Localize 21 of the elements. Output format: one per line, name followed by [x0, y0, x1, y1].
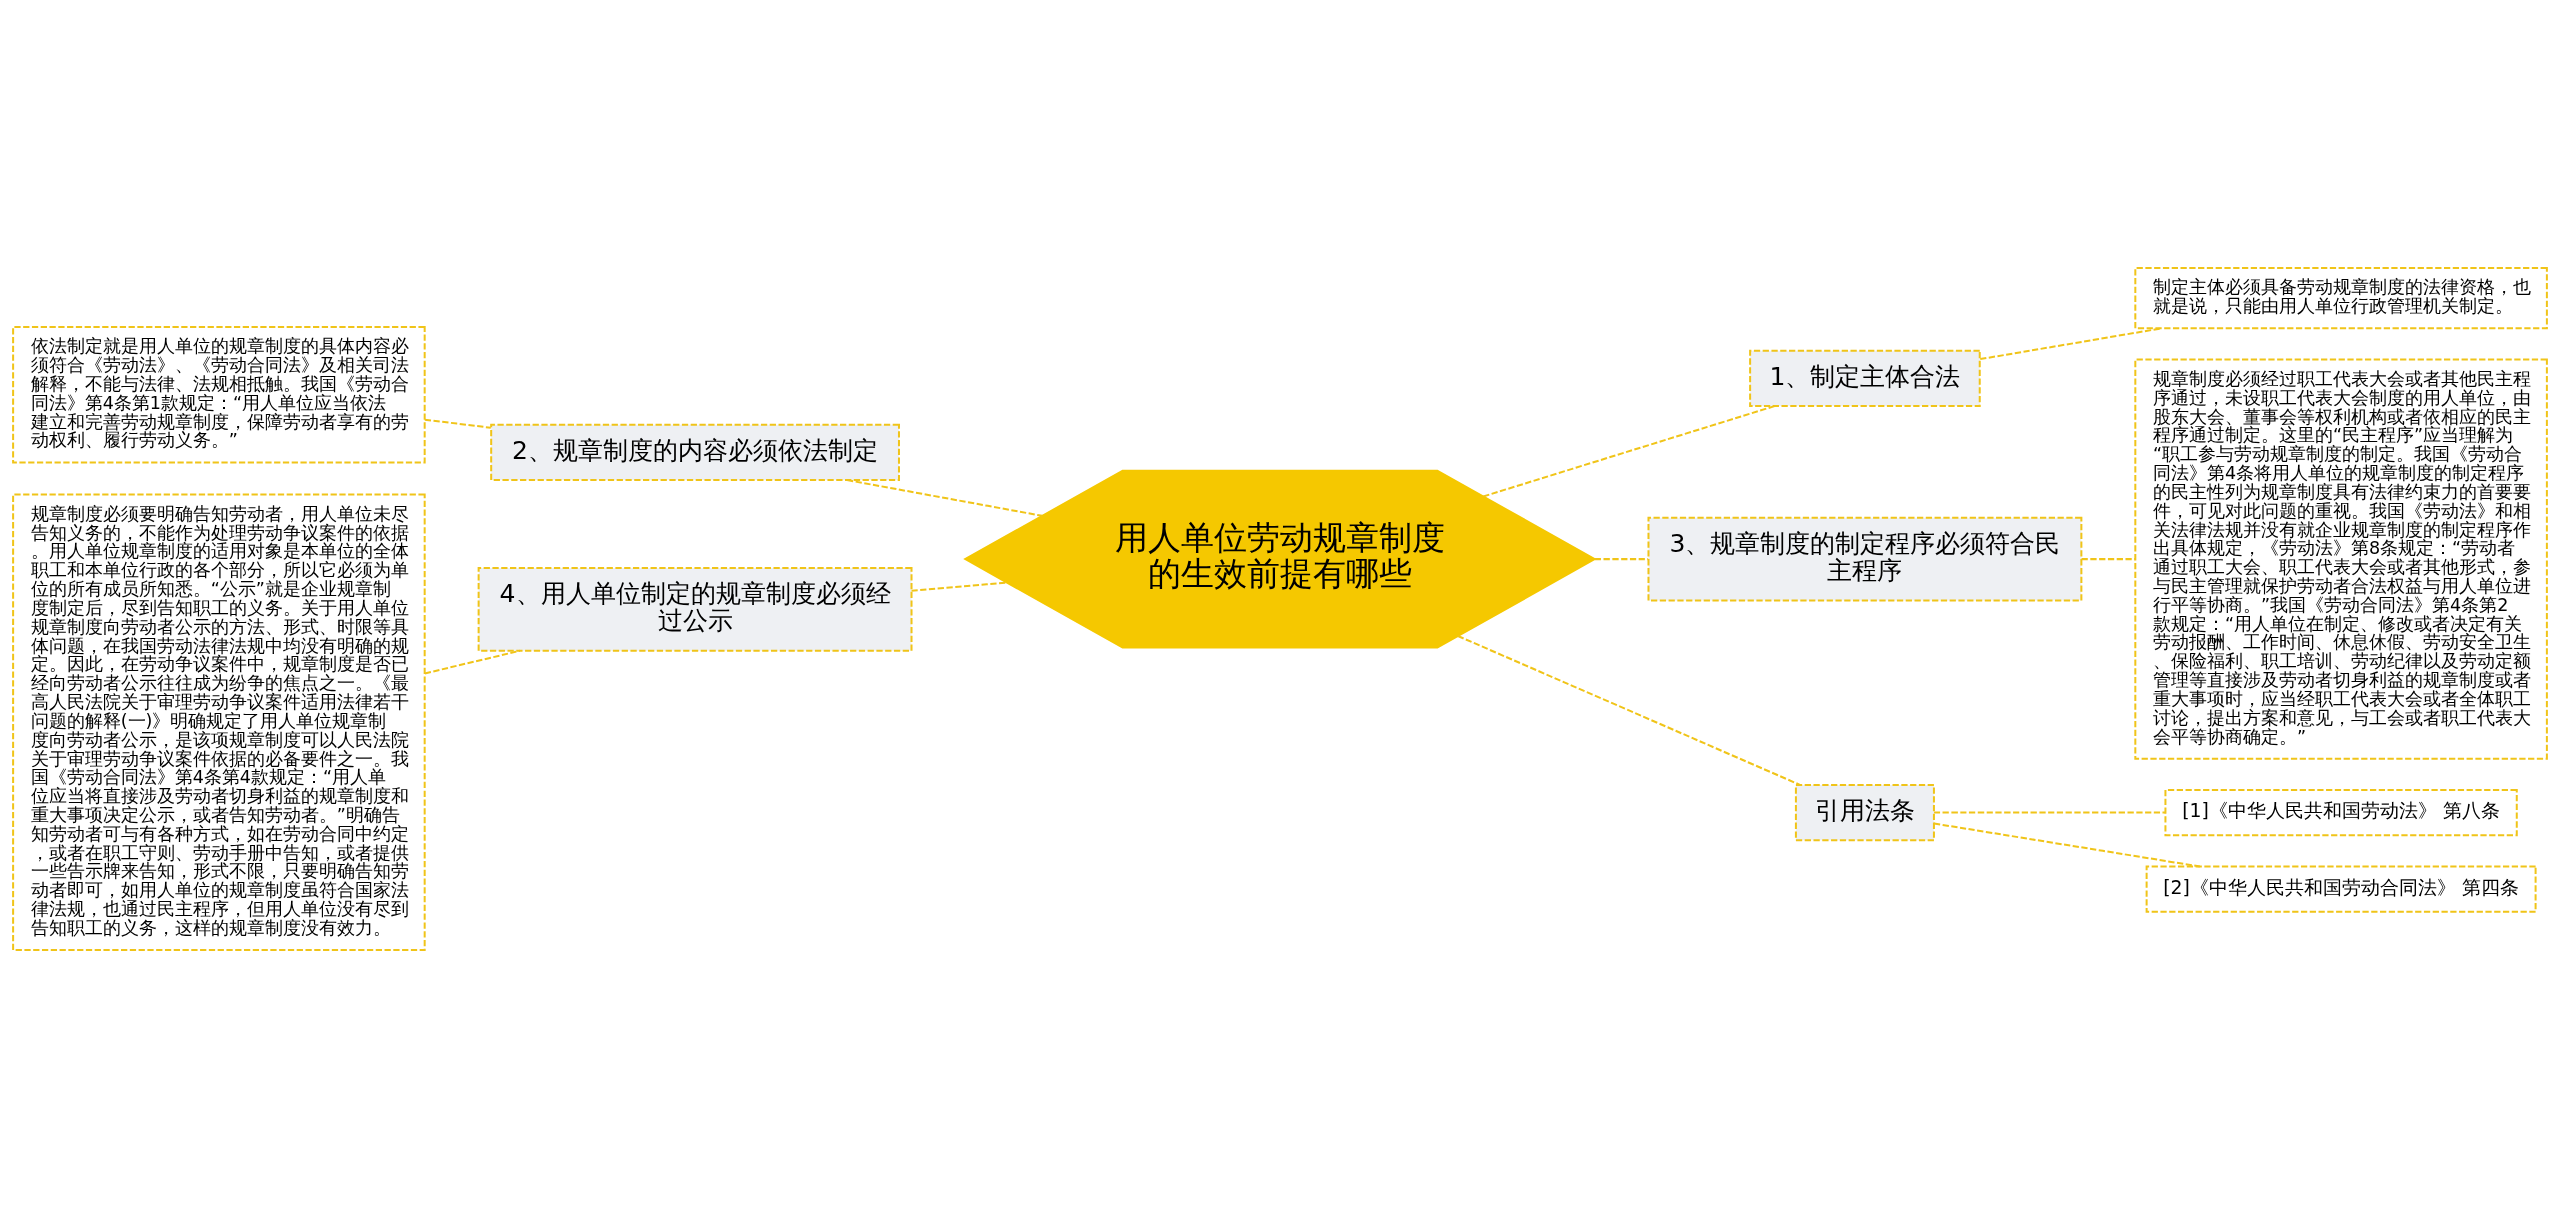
connector [1457, 634, 1801, 786]
node-box: 4、用人单位制定的规章制度必须经过公示 [477, 566, 913, 652]
node-box: 制定主体必须具备劳动规章制度的法律资格，也就是说，只能由用人单位行政管理机关制定。 [2134, 266, 2548, 329]
node-box: 规章制度必须经过职工代表大会或者其他民主程序通过，未设职工代表大会制度的用人单位，由股东大会、董事会等权利机构或者依相应的民主程序通过制定。这里的“民主程序”应当理解为“职工参与劳动规章制度的制定。我国《劳动合同法》第4条将用人单位的规章制度的制定程序的民主性列为规章制度具有法律约束力的首要要件，可见对此问题的重视。我国《劳动法》和相关法律法规并没有就企业规章制度的制定程序作出具体规定，《劳动法》第8条规定：“劳动者通过职工大会、职工代表大会或者其他形式，参与民主管理就保护劳动者合法权益与用人单位进行平等协商。”我国《劳动合同法》第4条第2款规定：“用人单位在制定、修改或者决定有关劳动报酬、工作时间、休息休假、劳动安全卫生、保险福利、职工培训、劳动纪律以及劳动定额管理等直接涉及劳动者切身利益的规章制度或者重大事项时，应当经职工代表大会或者全体职工讨论，提出方案和意见，与工会或者职工代表大会平等协商确定。” [2134, 358, 2548, 760]
connector [1980, 326, 2163, 360]
node-box: 依法制定就是用人单位的规章制度的具体内容必须符合《劳动法》、《劳动合同法》及相关司法解释，不能与法律、法规相抵触。我国《劳动合同法》第4条第1款规定：“用人单位应当依法建立和完善劳动规章制度，保障劳动者享有的劳动权利、履行劳动义务。” [12, 325, 426, 463]
node-box: 1、制定主体合法 [1749, 349, 1981, 407]
connector [1934, 811, 2166, 814]
node-box: [2]《中华人民共和国劳动合同法》 第四条 [2145, 865, 2537, 913]
connector [2081, 557, 2136, 560]
connector [424, 418, 491, 429]
node-box: 2、规章制度的内容必须依法制定 [490, 423, 900, 481]
node-box: 引用法条 [1794, 783, 1935, 841]
connector [424, 649, 521, 674]
connector [1483, 404, 1775, 497]
connector [846, 478, 1043, 517]
node-box: 规章制度必须要明确告知劳动者，用人单位未尽告知义务的，不能作为处理劳动争议案件的依据。用人单位规章制度的适用对象是本单位的全体职工和本单位行政的各个部分，所以它必须为单位的所有成员所知悉。“公示”就是企业规章制度制定后，尽到告知职工的义务。关于用人单位规章制度向劳动者公示的方法、形式、时限等具体问题，在我国劳动法律法规中均没有明确的规定。因此，在劳动争议案件中，规章制度是否已经向劳动者公示往往成为纷争的焦点之一。《最高人民法院关于审理劳动争议案件适用法律若干问题的解释(一)》明确规定了用人单位规章制度向劳动者公示，是该项规章制度可以人民法院关于审理劳动争议案件依据的必备要件之一。我国《劳动合同法》第4条第4款规定：“用人单位应当将直接涉及劳动者切身利益的规章制度和重大事项决定公示，或者告知劳动者。”明确告知劳动者可与有各种方式，如在劳动合同中约定，或者在职工守则、劳动手册中告知，或者提供一些告示牌来告知，形式不限，只要明确告知劳动者即可，如用人单位的规章制度虽符合国家法律法规，也通过民主程序，但用人单位没有尽到告知职工的义务，这样的规章制度没有效力。 [12, 493, 426, 951]
connector [1594, 557, 1649, 560]
node-box: 3、规章制度的制定程序必须符合民主程序 [1647, 516, 2083, 602]
node-box: [1]《中华人民共和国劳动法》 第八条 [2164, 788, 2518, 836]
connector [911, 581, 1007, 592]
